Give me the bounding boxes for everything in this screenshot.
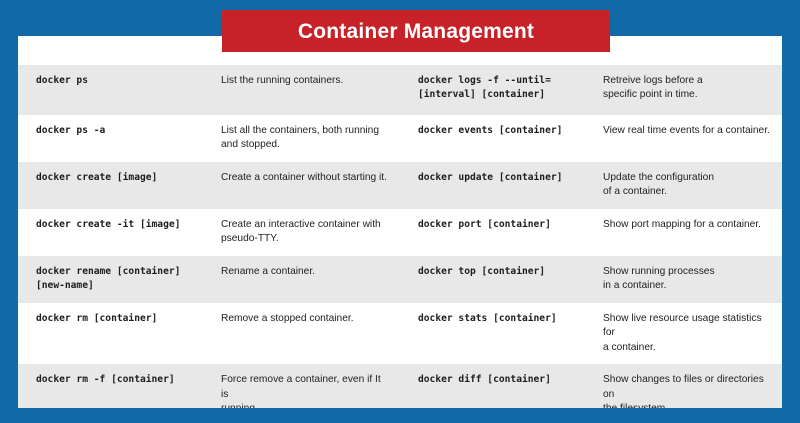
command-cell[interactable]: docker events [container] bbox=[418, 125, 563, 136]
description-cell: Create a container without starting it. bbox=[221, 171, 387, 183]
description-cell: Update the configuration of a container. bbox=[603, 171, 715, 198]
description-cell: Show running processes in a container. bbox=[603, 265, 715, 292]
table-row-left-half: docker create -it [image] Create an inte… bbox=[18, 209, 400, 256]
page-title: Container Management bbox=[297, 19, 535, 43]
command-table: docker ps List the running containers. d… bbox=[18, 65, 782, 408]
command-cell[interactable]: docker rm [container] bbox=[36, 312, 158, 324]
table-row-left-half: docker ps -a List all the containers, bo… bbox=[18, 115, 400, 162]
table-row: docker ps -a List all the containers, bo… bbox=[18, 115, 782, 162]
command-cell[interactable]: docker stats [container] bbox=[418, 312, 557, 324]
command-cell[interactable]: docker create -it [image] bbox=[36, 218, 181, 230]
table-row: docker rm [container] Remove a stopped c… bbox=[18, 302, 782, 365]
description-cell: Show changes to files or directories on … bbox=[603, 374, 764, 408]
table-row-left-half: docker ps List the running containers. bbox=[18, 65, 400, 97]
description-cell: List the running containers. bbox=[221, 75, 344, 86]
table-row-right-half: docker stats [container] Show live resou… bbox=[400, 303, 782, 364]
table-row: docker create -it [image] Create an inte… bbox=[18, 208, 782, 256]
table-row-right-half: docker diff [container] Show changes to … bbox=[400, 364, 782, 408]
table-row: docker rename [container] [new-name] Ren… bbox=[18, 255, 782, 303]
command-cell[interactable]: docker rm -f [container] bbox=[36, 374, 175, 386]
command-cell[interactable]: docker port [container] bbox=[418, 218, 551, 230]
command-cell[interactable]: docker ps bbox=[36, 75, 88, 86]
description-cell: Force remove a container, even if It is … bbox=[221, 374, 381, 408]
table-row-right-half: docker logs -f --until= [interval] [cont… bbox=[400, 65, 782, 112]
description-cell: Retreive logs before a specific point in… bbox=[603, 75, 703, 101]
description-cell: Show port mapping for a container. bbox=[603, 218, 762, 230]
table-row-left-half: docker rename [container] [new-name] Ren… bbox=[18, 256, 400, 302]
command-cell[interactable]: docker top [container] bbox=[418, 265, 546, 277]
table-row-right-half: docker top [container] Show running proc… bbox=[400, 256, 782, 303]
table-row: docker rm -f [container] Force remove a … bbox=[18, 364, 782, 408]
description-cell: Remove a stopped container. bbox=[221, 312, 354, 324]
command-cell[interactable]: docker diff [container] bbox=[418, 374, 551, 386]
table-row-right-half: docker update [container] Update the con… bbox=[400, 162, 782, 209]
description-cell: Show live resource usage statistics for … bbox=[603, 312, 762, 353]
table-row-right-half: docker events [container] View real time… bbox=[400, 115, 782, 147]
description-cell: Create an interactive container with pse… bbox=[221, 218, 381, 245]
table-row-left-half: docker rm -f [container] Force remove a … bbox=[18, 364, 400, 408]
description-cell: Rename a container. bbox=[221, 265, 316, 277]
table-row: docker create [image] Create a container… bbox=[18, 161, 782, 209]
content-panel: docker ps List the running containers. d… bbox=[18, 36, 782, 408]
table-row-left-half: docker create [image] Create a container… bbox=[18, 162, 400, 194]
table-row: docker ps List the running containers. d… bbox=[18, 65, 782, 115]
command-cell[interactable]: docker logs -f --until= [interval] [cont… bbox=[418, 75, 551, 100]
command-cell[interactable]: docker create [image] bbox=[36, 171, 158, 183]
command-cell[interactable]: docker ps -a bbox=[36, 125, 106, 136]
table-row-left-half: docker rm [container] Remove a stopped c… bbox=[18, 303, 400, 335]
description-cell: View real time events for a container. bbox=[603, 125, 770, 136]
table-row-right-half: docker port [container] Show port mappin… bbox=[400, 209, 782, 241]
description-cell: List all the containers, both running an… bbox=[221, 125, 380, 151]
command-cell[interactable]: docker update [container] bbox=[418, 171, 563, 183]
title-banner: Container Management bbox=[222, 10, 610, 52]
command-cell[interactable]: docker rename [container] [new-name] bbox=[36, 265, 181, 291]
